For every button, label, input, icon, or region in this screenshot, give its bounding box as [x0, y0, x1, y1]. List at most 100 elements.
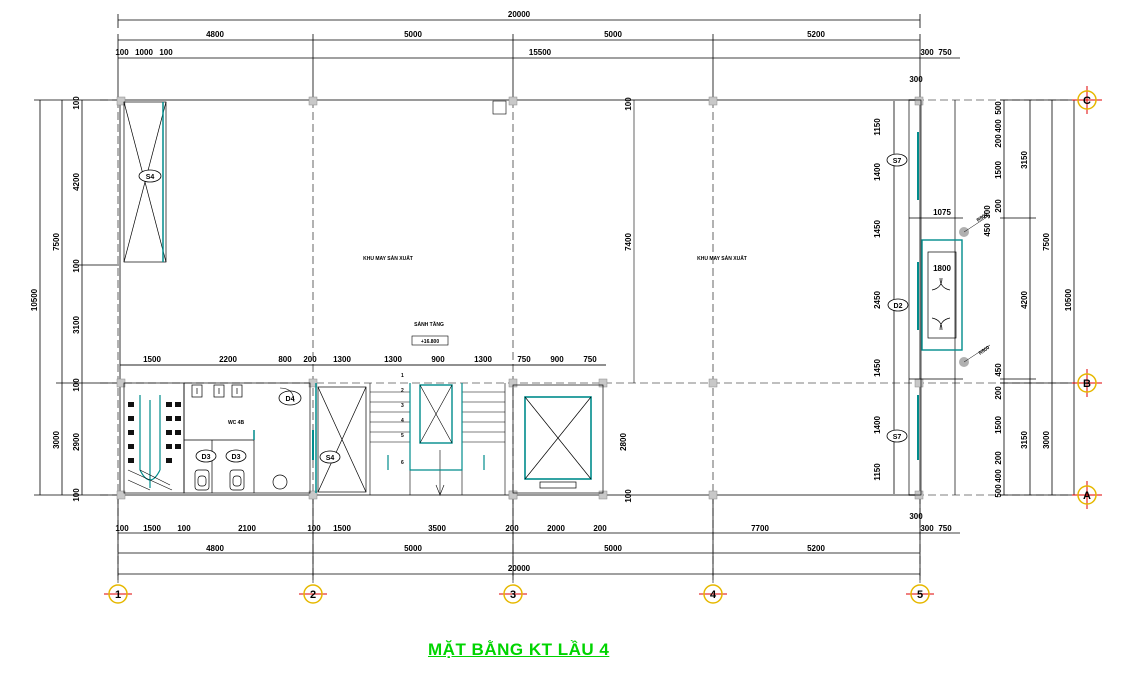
- tag-s4-stair-ellipse: [319, 450, 341, 464]
- dim-right-inner-2: 1400: [873, 163, 882, 181]
- left-stair-treads: [128, 402, 181, 463]
- dim-bot-sub-7: 3500: [428, 524, 446, 533]
- dim-bot-sub-13: 750: [938, 524, 952, 533]
- main-stair: [369, 383, 506, 496]
- left-stair-landing: [127, 469, 173, 491]
- dim-bot-sub-1: 100: [115, 524, 129, 533]
- dim-row-3: 800: [278, 355, 292, 364]
- dim-top-sub-2: 1000: [135, 48, 153, 57]
- axis-bubble-2: 2: [299, 584, 327, 604]
- wc-stair-block: [123, 382, 311, 494]
- axis-bubble-4: 4: [699, 584, 727, 604]
- dim-top-sub-r2: 750: [938, 48, 952, 57]
- zone-label-right: KHU MAY SẢN XUẤT: [697, 255, 747, 262]
- dim-top-sub-r1: 300: [920, 48, 934, 57]
- dim-right-sub-1: 500: [994, 101, 1003, 115]
- dim-r-300: 300: [983, 205, 992, 219]
- dim-row-9: 750: [517, 355, 531, 364]
- dim-bot-sub-12: 300: [920, 524, 934, 533]
- dim-row-4: 200: [303, 355, 317, 364]
- stair-step-2: 2: [401, 388, 404, 394]
- dim-top-sub-3: 100: [159, 48, 173, 57]
- dim-bot-sub-8: 200: [505, 524, 519, 533]
- dim-bot-sub-2: 1500: [143, 524, 161, 533]
- dim-row-10: 900: [550, 355, 564, 364]
- main-stair-numbers: 1 2 3 4 5 6: [401, 373, 404, 466]
- tag-d2-right: D2: [894, 303, 903, 310]
- tag-s7-top-ellipse: [886, 153, 908, 167]
- dim-bot-sub-4: 2100: [238, 524, 256, 533]
- axis-label-3: 3: [510, 589, 516, 601]
- dim-bot-sub-5: 100: [307, 524, 321, 533]
- dim-row-2: 2200: [219, 355, 237, 364]
- axis-bubble-c: C: [1072, 86, 1102, 114]
- axis-bubble-a: A: [1072, 481, 1102, 509]
- dim-row-8: 1300: [474, 355, 492, 364]
- tag-d2-right-ellipse: [887, 298, 909, 312]
- grid-axis-lines: [100, 99, 1078, 583]
- axis-bubble-3: 3: [499, 584, 527, 604]
- main-stair-rails: [387, 383, 485, 471]
- tag-s4-stair: S4: [326, 455, 335, 462]
- dim-right-sub-9: 200: [994, 451, 1003, 465]
- dim-right-sub-3: 200: [994, 134, 1003, 148]
- dim-top-span-3: 5000: [604, 30, 622, 39]
- tag-d3-wc2: D3: [232, 454, 241, 461]
- dim-right-mid-2: 4200: [1020, 291, 1029, 309]
- outer-walls: [119, 99, 921, 496]
- elevator-shaft: [512, 384, 604, 494]
- tag-d3-wc-ellipse: [195, 449, 217, 463]
- dim-right-inner-6: 1400: [873, 416, 882, 434]
- dim-lift-2800: 2800: [619, 433, 628, 451]
- axis-label-b: B: [1083, 378, 1091, 390]
- dim-row-5: 1300: [333, 355, 351, 364]
- dim-1075: 1075: [933, 208, 951, 217]
- dim-bot-span-4: 5200: [807, 544, 825, 553]
- dim-right-sub-6: 450: [994, 363, 1003, 377]
- dim-right-sub-8: 1500: [994, 416, 1003, 434]
- bottom-dimension-lines: [117, 495, 960, 580]
- dim-right-inner-7: 1150: [873, 463, 882, 481]
- dim-300-top: 300: [909, 75, 923, 84]
- axis-label-2: 2: [310, 589, 316, 601]
- dim-left-span-1: 7500: [52, 233, 61, 251]
- tag-s4-top-ellipse: [138, 169, 162, 183]
- lobby-level-box: [411, 335, 449, 346]
- dim-right-inner-1: 1150: [873, 118, 882, 136]
- dim-row-1: 1500: [143, 355, 161, 364]
- dim-right-inner-4: 2450: [873, 291, 882, 309]
- dim-right-sub-2: 400: [994, 119, 1003, 133]
- dim-left-sub-2: 4200: [72, 173, 81, 191]
- dim-1800: 1800: [933, 264, 951, 273]
- lobby-label: SẢNH TẦNG: [414, 321, 444, 328]
- dim-right-sub-5: 200: [994, 199, 1003, 213]
- columns: [116, 96, 924, 500]
- lobby-level: +16.800: [421, 339, 439, 345]
- top-notch: [492, 100, 507, 115]
- dim-right-mid-1: 3150: [1020, 151, 1029, 169]
- dim-bot-sub-9: 2000: [547, 524, 565, 533]
- axis-bubble-5: 5: [906, 584, 934, 604]
- r800-leader-a: [963, 214, 991, 233]
- tag-d3-wc2-ellipse: [225, 449, 247, 463]
- dim-bot-span-3: 5000: [604, 544, 622, 553]
- dim-300-bot: 300: [909, 512, 923, 521]
- dim-left-span-2: 3000: [52, 431, 61, 449]
- r800-leader-b: [963, 344, 991, 363]
- dim-center-7400: 7400: [624, 233, 633, 251]
- wc-door-swing: [279, 387, 295, 403]
- shaft-s4: [312, 383, 367, 493]
- axis-label-a: A: [1083, 490, 1091, 502]
- dim-left-sub-6: 2900: [72, 433, 81, 451]
- dim-right-outer-2: 3000: [1042, 431, 1051, 449]
- wc-fixtures: [191, 384, 288, 493]
- tag-s7-bot-ellipse: [886, 429, 908, 443]
- dim-right-sub-7: 200: [994, 386, 1003, 400]
- dim-right-inner-3: 1450: [873, 220, 882, 238]
- dim-row-11: 750: [583, 355, 597, 364]
- dim-center-100b: 100: [624, 489, 633, 503]
- dim-right-inner-5: 1450: [873, 359, 882, 377]
- axis-label-c: C: [1083, 95, 1091, 107]
- dim-right-sub-10: 400: [994, 469, 1003, 483]
- stair-step-4: 4: [401, 418, 404, 424]
